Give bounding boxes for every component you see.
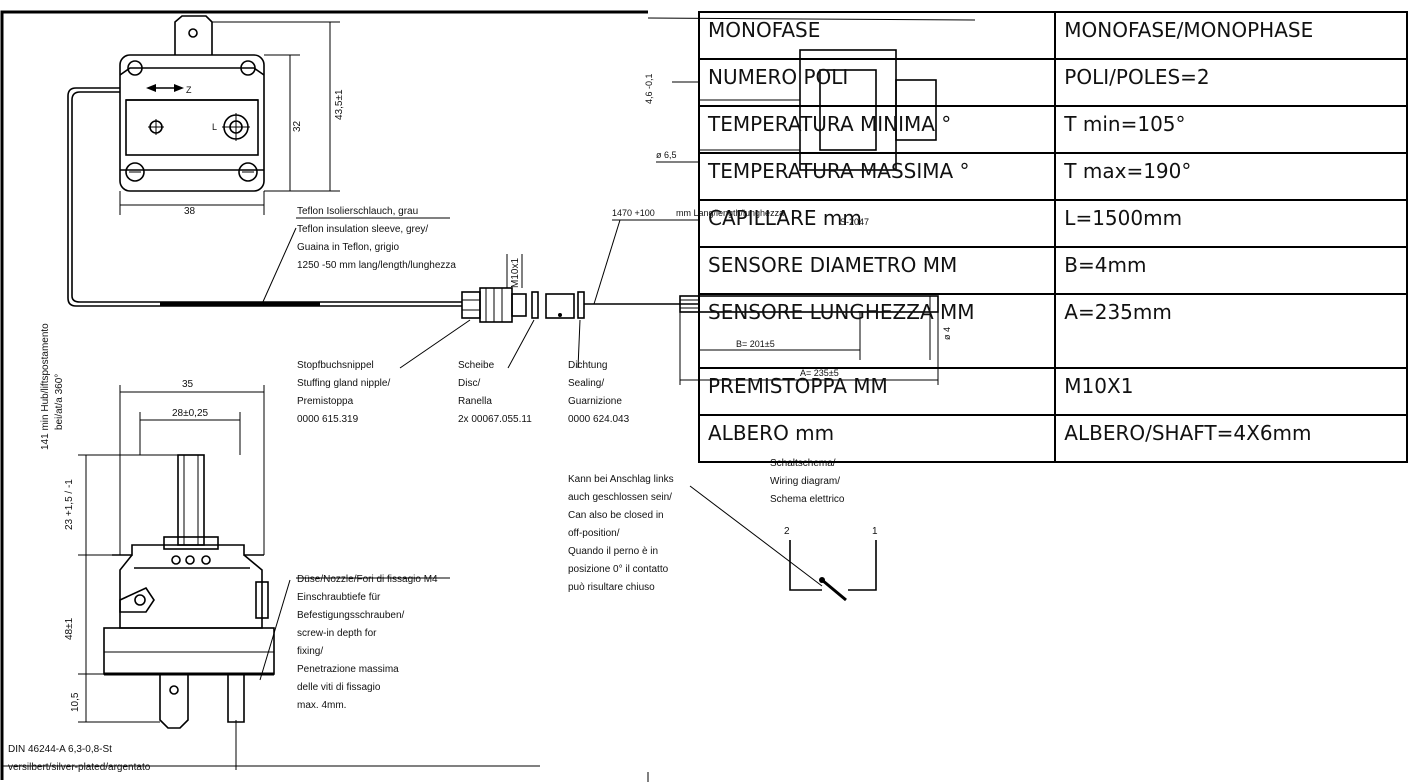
- svg-text:delle viti di fissagio: delle viti di fissagio: [297, 682, 381, 693]
- spec-label: TEMPERATURA MASSIMA °: [697, 152, 1057, 201]
- spec-value: B=4mm: [1054, 246, 1408, 295]
- svg-text:DIN 46244-A 6,3-0,8-St: DIN 46244-A 6,3-0,8-St: [8, 744, 112, 755]
- svg-text:fixing/: fixing/: [297, 646, 323, 657]
- svg-text:screw-in depth for: screw-in depth for: [297, 628, 377, 639]
- svg-text:Scheibe: Scheibe: [458, 360, 495, 371]
- dim-1470: 1470 +100: [612, 208, 655, 218]
- note-din-terminal: DIN 46244-A 6,3-0,8-St versilbert/silver…: [8, 744, 151, 773]
- table-row: TEMPERATURA MINIMA ° T min=105°: [697, 105, 1408, 154]
- dim-4-6: 4,6 -0,1: [644, 73, 654, 104]
- spec-value: MONOFASE/MONOPHASE: [1054, 11, 1408, 60]
- spec-label: CAPILLARE mm: [697, 199, 1057, 248]
- spec-label: NUMERO POLI: [697, 58, 1057, 107]
- table-row: CAPILLARE mm L=1500mm: [697, 199, 1408, 248]
- thermostat-top-view: Z L: [119, 15, 265, 192]
- svg-text:auch geschlossen sein/: auch geschlossen sein/: [568, 492, 672, 503]
- dim-23: 23 +1,5 / -1: [64, 479, 75, 530]
- capillary-tube: [67, 87, 700, 307]
- spec-value: POLI/POLES=2: [1054, 58, 1408, 107]
- svg-text:off-position/: off-position/: [568, 528, 620, 539]
- svg-text:Wiring diagram/: Wiring diagram/: [770, 476, 840, 487]
- note-teflon: Teflon Isolierschlauch, grau Teflon insu…: [297, 206, 456, 271]
- note-stuffing-gland: Stopfbuchsnippel Stuffing gland nipple/ …: [297, 360, 390, 425]
- svg-text:Penetrazione massima: Penetrazione massima: [297, 664, 399, 675]
- dim-48: 48±1: [64, 617, 75, 640]
- svg-text:Teflon Isolierschlauch, grau: Teflon Isolierschlauch, grau: [297, 206, 418, 217]
- dim-28: 28±0,25: [172, 408, 209, 419]
- svg-text:max. 4mm.: max. 4mm.: [297, 700, 346, 711]
- svg-text:Kann bei Anschlag links: Kann bei Anschlag links: [568, 474, 674, 485]
- svg-text:1250 -50 mm lang/length/lunghe: 1250 -50 mm lang/length/lunghezza: [297, 260, 456, 271]
- svg-text:L: L: [212, 122, 217, 132]
- terminal-1: 1: [872, 526, 878, 537]
- spec-label: ALBERO mm: [697, 414, 1057, 463]
- svg-text:Befestigungsschrauben/: Befestigungsschrauben/: [297, 610, 405, 621]
- dim-38: 38: [184, 206, 196, 217]
- specification-table: MONOFASE MONOFASE/MONOPHASE NUMERO POLI …: [697, 11, 1408, 463]
- dim-m10: M10x1: [510, 258, 521, 288]
- side-view-dimensions: 35 28±0,25 23 +1,5 / -1 48±1 10,5 141 mi…: [2, 323, 540, 770]
- table-row: SENSORE LUNGHEZZA MM A=235mm: [697, 293, 1408, 369]
- svg-text:2x 00067.055.11: 2x 00067.055.11: [458, 414, 532, 425]
- svg-text:Einschraubtiefe für: Einschraubtiefe für: [297, 592, 381, 603]
- svg-text:Schema elettrico: Schema elettrico: [770, 494, 845, 505]
- table-row: TEMPERATURA MASSIMA ° T max=190°: [697, 152, 1408, 201]
- table-row: ALBERO mm ALBERO/SHAFT=4X6mm: [697, 414, 1408, 463]
- note-sealing: Dichtung Sealing/ Guarnizione 0000 624.0…: [568, 360, 630, 425]
- table-row: SENSORE DIAMETRO MM B=4mm: [697, 246, 1408, 295]
- spec-value: A=235mm: [1054, 293, 1408, 369]
- spec-label: PREMISTOPPA MM: [697, 367, 1057, 416]
- gland-assembly: M10x1: [399, 219, 621, 369]
- svg-text:posizione 0° il contatto: posizione 0° il contatto: [568, 564, 669, 575]
- svg-text:0000 615.319: 0000 615.319: [297, 414, 359, 425]
- wiring-diagram: 2 1: [689, 485, 878, 602]
- dim-32: 32: [292, 120, 303, 132]
- spec-value: T min=105°: [1054, 105, 1408, 154]
- svg-text:Schaltschema/: Schaltschema/: [770, 458, 836, 469]
- svg-text:0000 624.043: 0000 624.043: [568, 414, 630, 425]
- spec-value: L=1500mm: [1054, 199, 1408, 248]
- svg-text:Premistoppa: Premistoppa: [297, 396, 354, 407]
- svg-text:Düse/Nozzle/Fori di fissagio M: Düse/Nozzle/Fori di fissagio M4: [297, 574, 438, 585]
- dim-35: 35: [182, 379, 194, 390]
- svg-text:Ranella: Ranella: [458, 396, 492, 407]
- spec-value: ALBERO/SHAFT=4X6mm: [1054, 414, 1408, 463]
- svg-text:Stopfbuchsnippel: Stopfbuchsnippel: [297, 360, 374, 371]
- dim-10-5: 10,5: [70, 692, 81, 712]
- rotation-note: 141 min Hub/liftspostamento: [40, 323, 51, 450]
- thermostat-side-view: [103, 454, 275, 729]
- svg-text:Teflon insulation sleeve, grey: Teflon insulation sleeve, grey/: [297, 224, 428, 235]
- svg-text:Guarnizione: Guarnizione: [568, 396, 622, 407]
- svg-text:Dichtung: Dichtung: [568, 360, 607, 371]
- note-fixing-holes: Düse/Nozzle/Fori di fissagio M4 Einschra…: [297, 574, 438, 711]
- note-off-position: Kann bei Anschlag links auch geschlossen…: [568, 474, 674, 593]
- svg-text:Sealing/: Sealing/: [568, 378, 604, 389]
- spec-label: TEMPERATURA MINIMA °: [697, 105, 1057, 154]
- svg-text:Quando il perno è in: Quando il perno è in: [568, 546, 658, 557]
- spec-label: MONOFASE: [697, 11, 1057, 60]
- svg-text:Guaina in Teflon, grigio: Guaina in Teflon, grigio: [297, 242, 400, 253]
- drawing-frame: [0, 10, 648, 780]
- svg-text:Disc/: Disc/: [458, 378, 480, 389]
- spec-label: SENSORE LUNGHEZZA MM: [697, 293, 1057, 369]
- svg-text:può risultare chiuso: può risultare chiuso: [568, 582, 655, 593]
- svg-text:versilbert/silver-plated/argen: versilbert/silver-plated/argentato: [8, 762, 151, 773]
- note-wiring-diagram: Schaltschema/ Wiring diagram/ Schema ele…: [770, 458, 845, 505]
- table-row: MONOFASE MONOFASE/MONOPHASE: [697, 11, 1408, 60]
- dim-43-5: 43,5±1: [334, 89, 345, 120]
- dim-d6-5: ø 6,5: [656, 150, 677, 160]
- svg-text:Can also be closed in: Can also be closed in: [568, 510, 664, 521]
- svg-text:Stuffing gland nipple/: Stuffing gland nipple/: [297, 378, 390, 389]
- terminal-2: 2: [784, 526, 790, 537]
- spec-label: SENSORE DIAMETRO MM: [697, 246, 1057, 295]
- table-row: NUMERO POLI POLI/POLES=2: [697, 58, 1408, 107]
- table-row: PREMISTOPPA MM M10X1: [697, 367, 1408, 416]
- spec-value: T max=190°: [1054, 152, 1408, 201]
- rotation-note-2: bei/at/a 360°: [54, 374, 65, 430]
- top-view-dimensions: 38 32 43,5±1: [119, 21, 345, 217]
- svg-text:Z: Z: [186, 85, 192, 95]
- note-disc: Scheibe Disc/ Ranella 2x 00067.055.11: [458, 360, 532, 425]
- spec-value: M10X1: [1054, 367, 1408, 416]
